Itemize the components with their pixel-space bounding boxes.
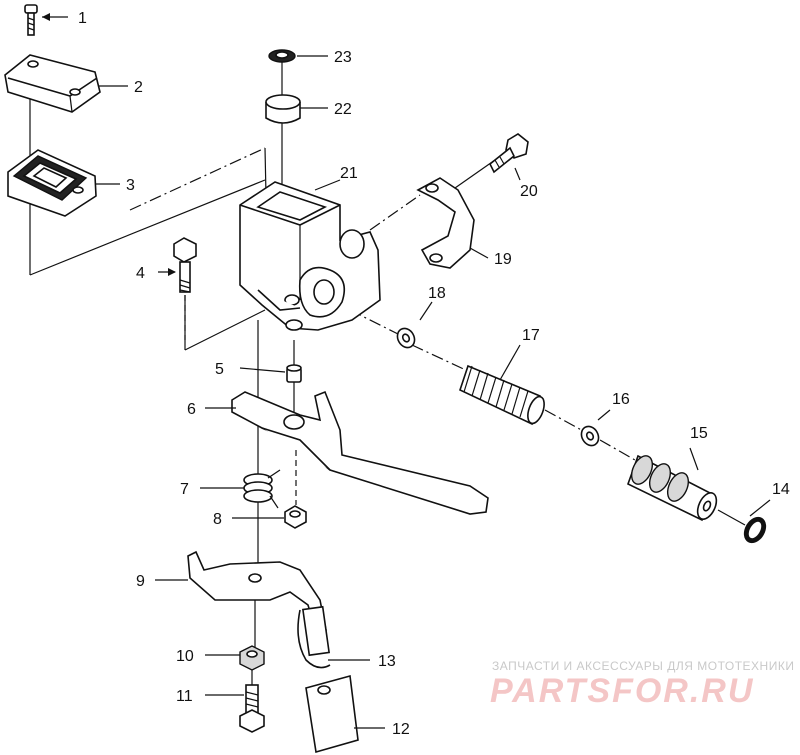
part-bushing-22 (265, 94, 301, 124)
callout-21: 21 (340, 165, 358, 182)
callout-23: 23 (334, 49, 352, 66)
part-spring-17 (459, 364, 545, 426)
part-piston-15 (627, 454, 718, 522)
part-torsion-spring-7 (243, 469, 281, 509)
part-switch-13 (297, 605, 331, 669)
part-screw-1 (24, 4, 38, 36)
part-diaphragm-3 (7, 149, 97, 217)
callout-7: 7 (180, 481, 189, 498)
assembly-lines (29, 60, 746, 685)
callout-4: 4 (136, 265, 145, 282)
part-bolt-4 (173, 237, 197, 293)
callout-2: 2 (134, 79, 143, 96)
part-tag-12 (305, 674, 359, 754)
part-reservoir-cover-2 (4, 54, 101, 113)
callout-22: 22 (334, 101, 352, 118)
part-clamp-19 (416, 177, 475, 269)
callout-19: 19 (494, 251, 512, 268)
part-washer-18 (396, 327, 416, 349)
part-washer-16 (580, 425, 600, 447)
callout-1: 1 (78, 10, 87, 27)
callout-16: 16 (612, 391, 630, 408)
callout-18: 18 (428, 285, 446, 302)
part-washer-23 (268, 49, 296, 63)
watermark: ЗАПЧАСТИ И АКСЕССУАРЫ ДЛЯ МОТОТЕХНИКИ PA… (490, 659, 794, 710)
callout-3: 3 (126, 177, 135, 194)
part-lever-6 (231, 390, 489, 515)
callout-5: 5 (215, 361, 224, 378)
watermark-logo: PARTSFOR.RU (490, 672, 754, 710)
watermark-tagline: ЗАПЧАСТИ И АКСЕССУАРЫ ДЛЯ МОТОТЕХНИКИ (492, 659, 794, 673)
callout-labels: 1 2 3 4 5 6 7 8 9 10 11 12 13 14 15 16 1… (78, 10, 790, 738)
callout-14: 14 (772, 481, 790, 498)
part-pivot-bushing-5 (286, 364, 302, 383)
part-bracket-9 (187, 550, 327, 633)
callout-leaders (42, 13, 771, 729)
callout-8: 8 (213, 511, 222, 528)
callout-20: 20 (520, 183, 538, 200)
callout-6: 6 (187, 401, 196, 418)
part-nut-10 (239, 645, 265, 671)
part-clamp-bolt-20 (488, 133, 529, 174)
callout-17: 17 (522, 327, 540, 344)
part-screw-11 (239, 684, 265, 733)
part-nut-8 (284, 505, 307, 529)
callout-13: 13 (378, 653, 396, 670)
callout-9: 9 (136, 573, 145, 590)
callout-12: 12 (392, 721, 410, 738)
callout-11: 11 (176, 688, 193, 705)
part-master-cylinder-21 (239, 181, 381, 331)
callout-15: 15 (690, 425, 708, 442)
part-seal-ring-14 (743, 516, 767, 544)
callout-10: 10 (176, 648, 194, 665)
